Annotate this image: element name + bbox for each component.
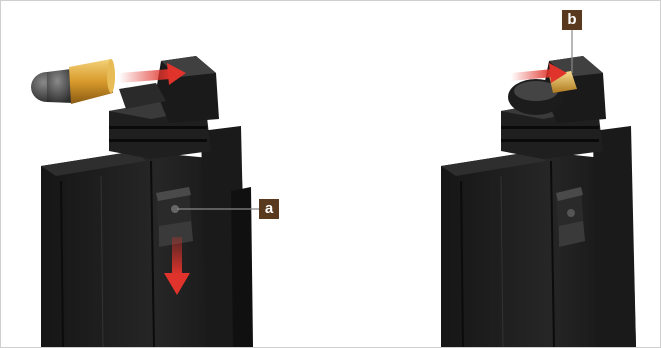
panel-left-magazine: a: [1, 1, 331, 347]
magazine-body-left: [41, 126, 253, 347]
cartridge-icon: [31, 59, 115, 104]
follower-button-right: [556, 187, 585, 247]
magazine-body-right: [441, 126, 636, 347]
callout-a-label: a: [259, 199, 279, 219]
magazine-right-illustration: [331, 1, 661, 347]
callout-b-label: b: [562, 10, 582, 30]
panel-right-magazine: [331, 1, 661, 347]
magazine-left-illustration: [1, 1, 331, 347]
